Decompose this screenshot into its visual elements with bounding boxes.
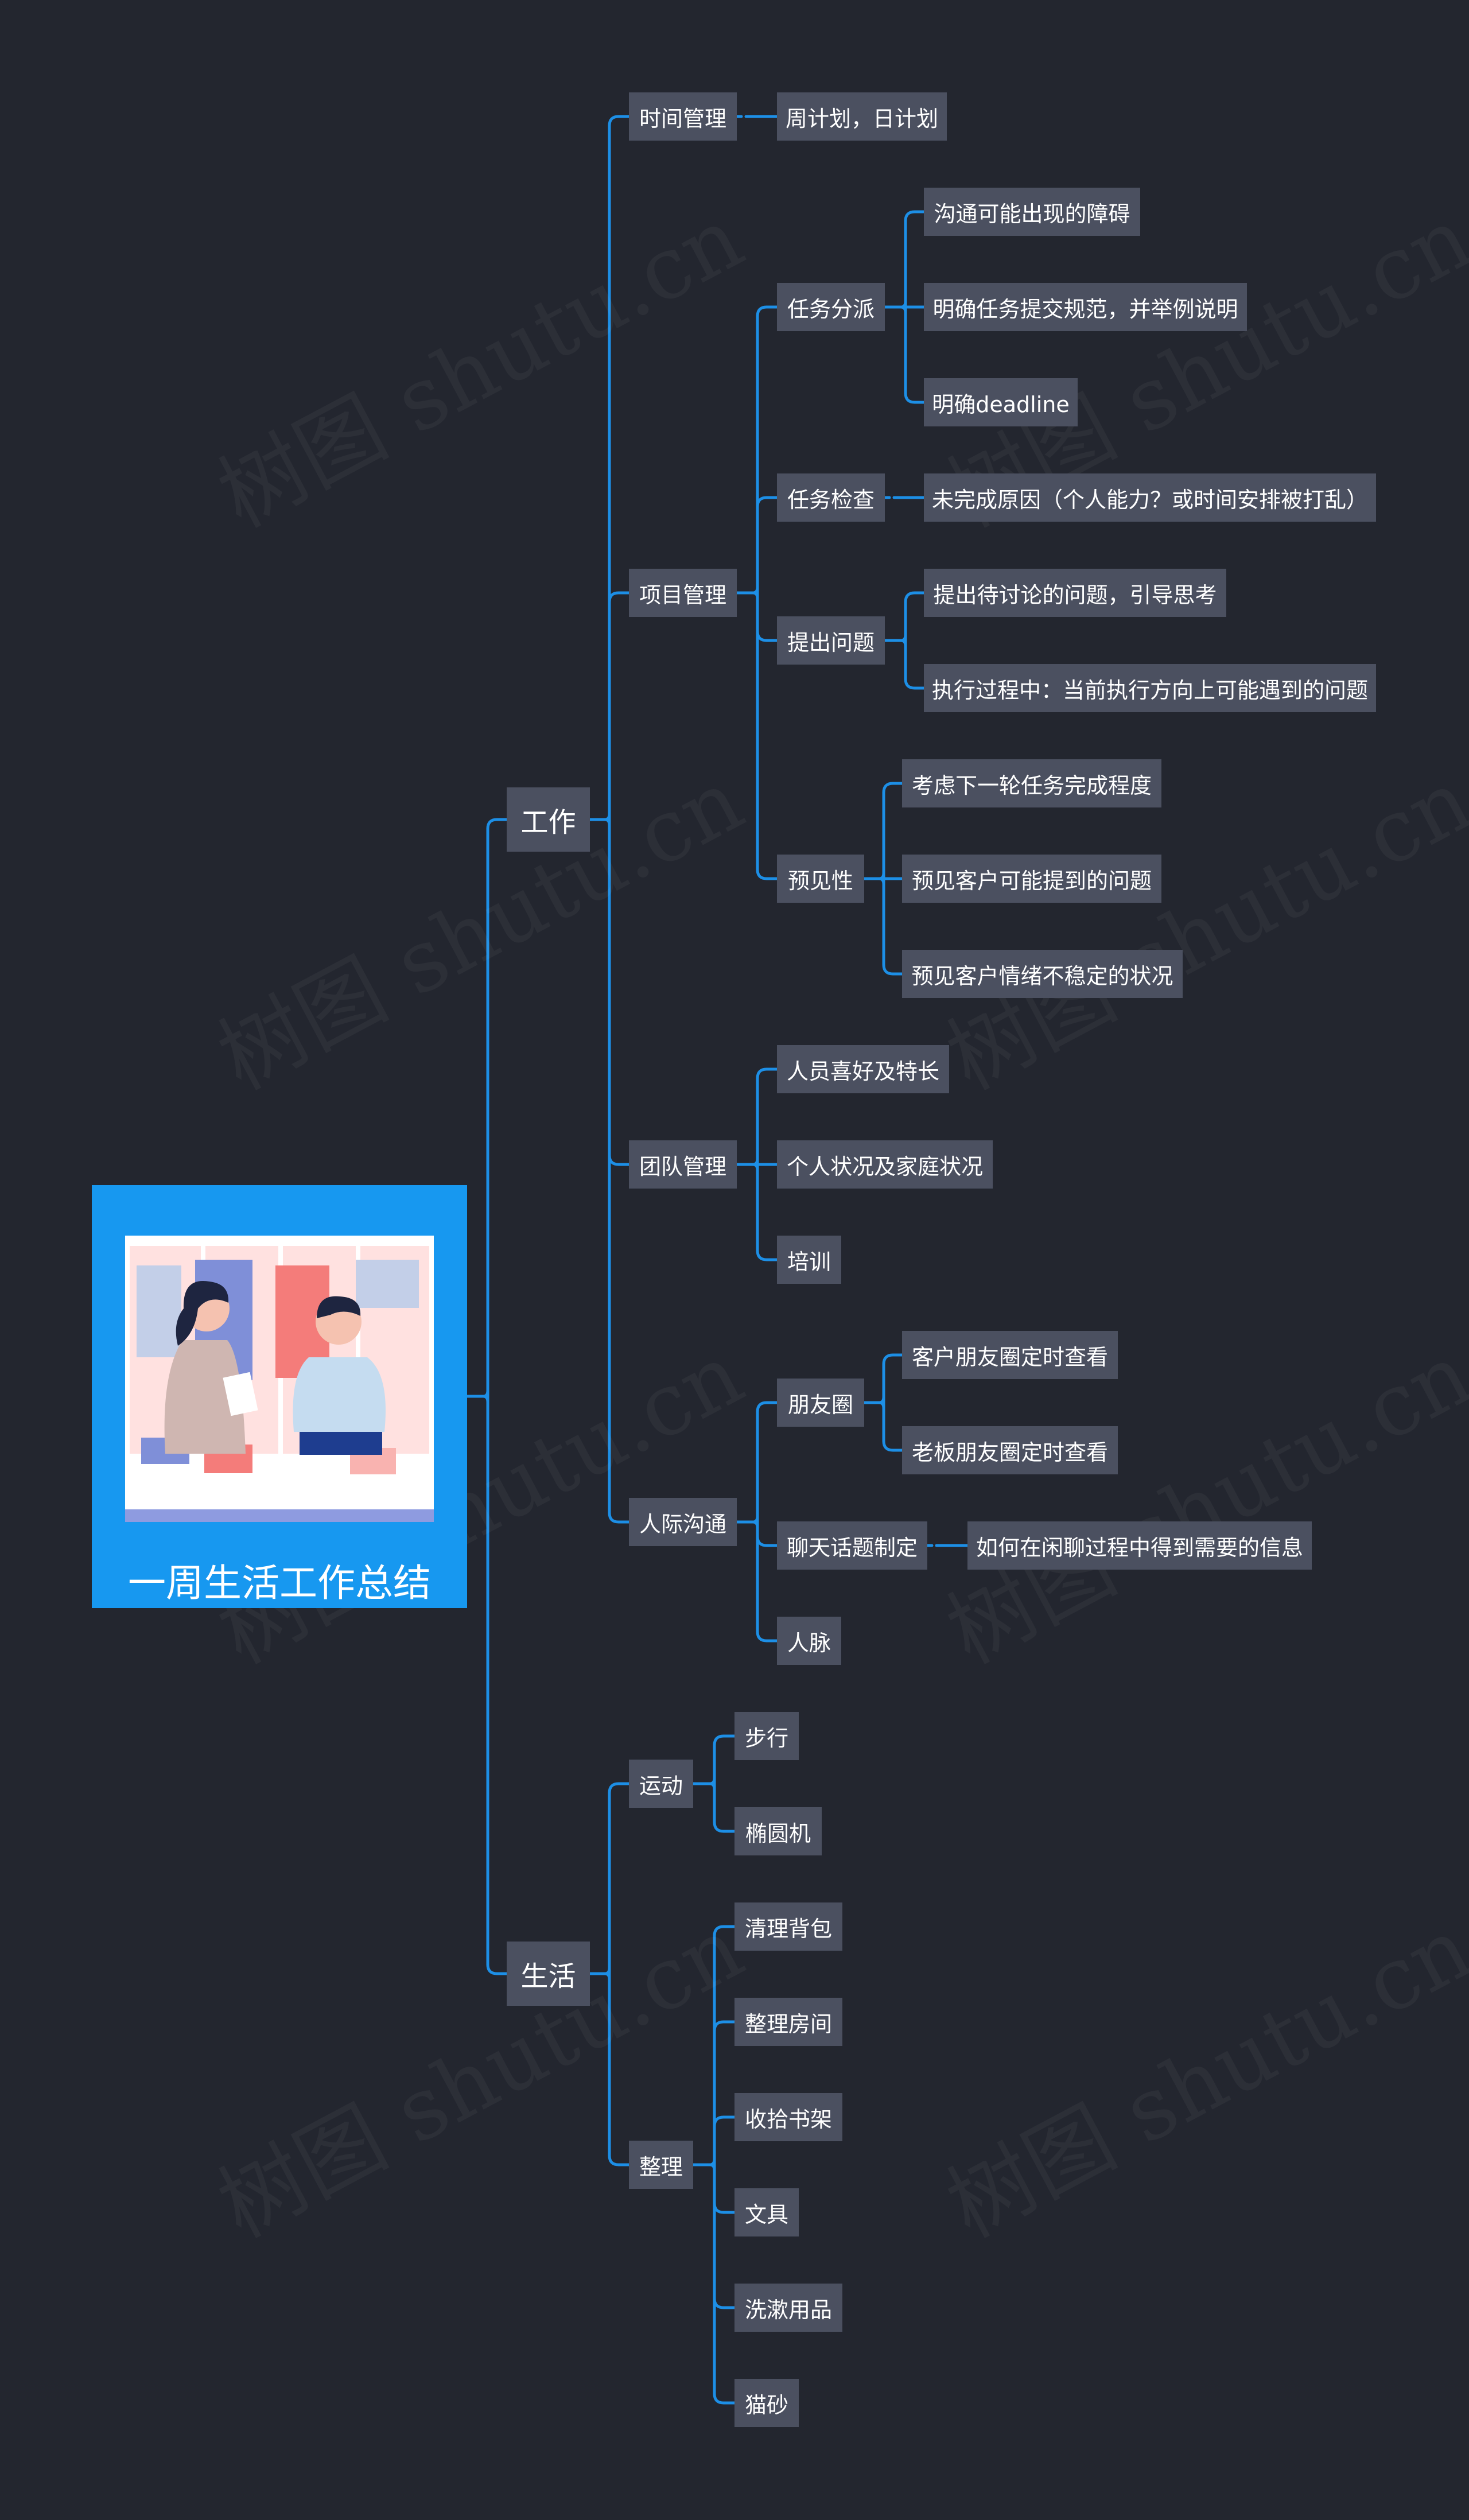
connector-line	[756, 1630, 779, 1643]
connector-line	[608, 2154, 631, 2166]
connector-line	[713, 1925, 736, 1937]
connector-line	[882, 782, 904, 794]
connector-line	[608, 1154, 631, 1166]
connector-line	[713, 2392, 736, 2405]
leaf-discussion-questions[interactable]: 提出待讨论的问题，引导思考	[924, 569, 1226, 617]
topic-project-management[interactable]: 项目管理	[629, 569, 737, 617]
connector-line	[756, 1067, 779, 1080]
leaf-incomplete-reason[interactable]: 未完成原因（个人能力？或时间安排被打乱）	[924, 473, 1376, 522]
connector-line	[882, 963, 904, 976]
connector-line	[882, 1439, 904, 1452]
subtopic-moments[interactable]: 朋友圈	[777, 1379, 864, 1427]
root-title: 一周生活工作总结	[128, 1561, 431, 1605]
connector-line	[608, 1511, 631, 1524]
leaf-tidy-room[interactable]: 整理房间	[734, 1998, 842, 2046]
subtopic-task-check[interactable]: 任务检查	[777, 473, 885, 522]
leaf-execution-problems[interactable]: 执行过程中：当前执行方向上可能遇到的问题	[924, 664, 1376, 712]
leaf-walking[interactable]: 步行	[734, 1712, 799, 1760]
connector-line	[756, 868, 779, 880]
connector-line	[486, 818, 508, 830]
leaf-clarify-submission-rules[interactable]: 明确任务提交规范，并举例说明	[924, 283, 1247, 331]
leaf-client-moments[interactable]: 客户朋友圈定时查看	[902, 1331, 1118, 1379]
connector-line	[608, 591, 631, 604]
connector-line	[713, 2297, 736, 2309]
topic-time-management[interactable]: 时间管理	[629, 92, 737, 141]
connector-line	[756, 1401, 779, 1414]
topic-tidy-up[interactable]: 整理	[629, 2141, 693, 2189]
leaf-next-round-progress[interactable]: 考虑下一轮任务完成程度	[902, 759, 1161, 807]
topic-interpersonal-communication[interactable]: 人际沟通	[629, 1498, 737, 1546]
leaf-elliptical[interactable]: 椭圆机	[734, 1807, 822, 1855]
connector-line	[756, 496, 779, 508]
leaf-communication-obstacles[interactable]: 沟通可能出现的障碍	[924, 188, 1140, 236]
leaf-clean-backpack[interactable]: 清理背包	[734, 1902, 842, 1951]
connector-line	[608, 1782, 631, 1795]
leaf-bookshelf[interactable]: 收拾书架	[734, 2093, 842, 2141]
subtopic-task-assignment[interactable]: 任务分派	[777, 283, 885, 331]
branch-work[interactable]: 工作	[507, 787, 590, 852]
leaf-training[interactable]: 培训	[777, 1236, 841, 1284]
leaf-clarify-deadline[interactable]: 明确deadline	[924, 378, 1078, 426]
connector-line	[756, 305, 779, 318]
connector-line	[904, 391, 926, 404]
leaf-family-status[interactable]: 个人状况及家庭状况	[777, 1140, 993, 1189]
root-node[interactable]: 一周生活工作总结	[92, 1185, 467, 1608]
connector-line	[713, 2020, 736, 2033]
connector-line	[713, 1820, 736, 1833]
leaf-client-questions[interactable]: 预见客户可能提到的问题	[902, 855, 1161, 903]
connector-line	[713, 1734, 736, 1747]
branch-life[interactable]: 生活	[507, 1942, 590, 2006]
subtopic-chat-topics[interactable]: 聊天话题制定	[777, 1521, 927, 1570]
office-illustration	[125, 1236, 434, 1522]
leaf-toiletries[interactable]: 洗漱用品	[734, 2284, 842, 2332]
leaf-weekly-daily-plan[interactable]: 周计划，日计划	[777, 92, 947, 141]
connector-line	[486, 1963, 508, 1975]
leaf-get-information[interactable]: 如何在闲聊过程中得到需要的信息	[967, 1521, 1312, 1570]
connector-line	[904, 210, 926, 223]
subtopic-foresight[interactable]: 预见性	[777, 855, 864, 903]
leaf-client-emotions[interactable]: 预见客户情绪不稳定的状况	[902, 950, 1183, 998]
leaf-member-preferences[interactable]: 人员喜好及特长	[777, 1045, 949, 1093]
connector-line	[904, 677, 926, 690]
topic-exercise[interactable]: 运动	[629, 1760, 693, 1808]
connector-line	[756, 1535, 779, 1547]
connector-line	[608, 115, 631, 127]
leaf-cat-litter[interactable]: 猫砂	[734, 2379, 799, 2427]
subtopic-network[interactable]: 人脉	[777, 1617, 841, 1665]
connector-line	[756, 630, 779, 642]
leaf-boss-moments[interactable]: 老板朋友圈定时查看	[902, 1426, 1118, 1474]
connector-line	[882, 1353, 904, 1366]
leaf-stationery[interactable]: 文具	[734, 2188, 799, 2236]
connector-line	[904, 591, 926, 604]
subtopic-raise-questions[interactable]: 提出问题	[777, 616, 885, 665]
connector-line	[713, 2201, 736, 2214]
connector-line	[713, 2115, 736, 2128]
topic-team-management[interactable]: 团队管理	[629, 1140, 737, 1189]
connector-line	[756, 1249, 779, 1261]
